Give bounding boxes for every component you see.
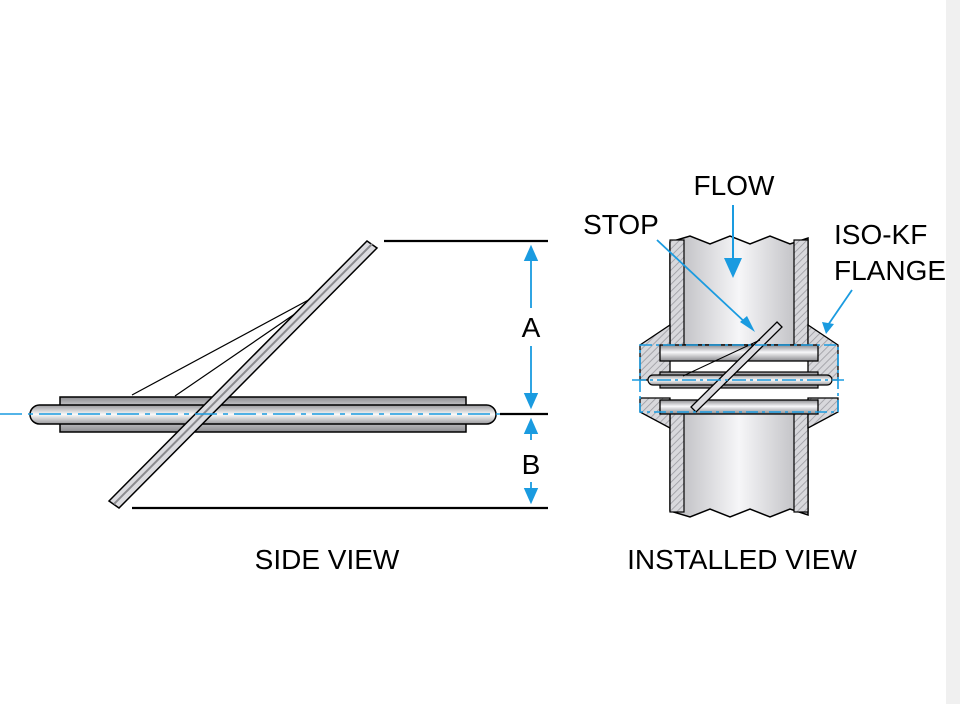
flow-arrowhead [724, 258, 742, 278]
upper-pipe-wall-right [793, 239, 809, 346]
lower-pipe-wall-right [793, 411, 809, 513]
dimension-b-label: B [522, 449, 541, 480]
upper-seal-ring [659, 344, 819, 362]
flow-label: FLOW [694, 170, 775, 201]
support-wire [131, 282, 341, 396]
upper-pipe-wall-left [669, 239, 685, 346]
stop-label: STOP [583, 209, 659, 240]
lower-pipe-wall-left [669, 411, 685, 513]
flange-arrowhead [822, 322, 834, 334]
right-edge-strip [946, 0, 960, 704]
installed-view-caption: INSTALLED VIEW [627, 544, 857, 575]
flange-label-line2: FLANGE [834, 255, 946, 286]
lower-pipe [669, 411, 809, 518]
stop-leader [656, 239, 749, 326]
flange-label-line1: ISO-KF [834, 219, 927, 250]
flange-leader [827, 289, 853, 326]
side-view-caption: SIDE VIEW [255, 544, 400, 575]
flange-centerline-box [639, 344, 839, 413]
blade-shade [113, 243, 373, 505]
installed-wire [682, 339, 761, 377]
stop-arrowhead [740, 316, 755, 332]
upper-pipe [669, 235, 809, 346]
installed-view: FLOW STOP ISO-KF FLANGE INSTALLED VIEW [583, 170, 946, 575]
side-view: A B SIDE VIEW [0, 239, 548, 575]
dimension-a-label: A [522, 312, 541, 343]
